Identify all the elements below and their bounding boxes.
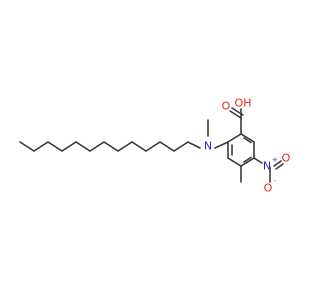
nitro-n-charge: + xyxy=(272,156,278,164)
amine-n-label: N xyxy=(204,140,212,153)
nitro-n-o-double-a xyxy=(273,160,282,167)
nitro-o-minus-label: O xyxy=(264,182,273,195)
carboxyl-oh-label: OH xyxy=(235,97,252,110)
nitro-o-charge: - xyxy=(274,177,277,185)
n-ring-bond xyxy=(214,141,229,149)
molecule-svg: N OH O N + O - O xyxy=(19,97,291,195)
nitro-bond xyxy=(253,157,263,164)
ring-double-bond-2 xyxy=(243,156,252,163)
nitro-n-o-double-b xyxy=(275,163,284,170)
carbonyl-o-label: O xyxy=(222,100,231,113)
structure-diagram: N OH O N + O - O xyxy=(19,97,291,195)
ring-double-bond-1 xyxy=(243,137,252,144)
nitro-n-label: N xyxy=(263,160,271,173)
carbonyl-double-bond-a xyxy=(229,110,242,119)
nitro-o-label: O xyxy=(282,152,291,165)
alkyl-chain xyxy=(19,141,201,152)
